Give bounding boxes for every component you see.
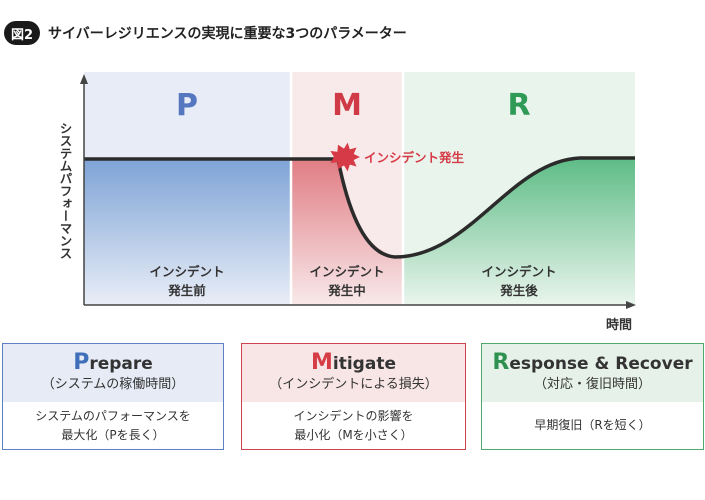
card-recover-title-rest: esponse & Recover bbox=[509, 353, 693, 374]
performance-curve bbox=[84, 156, 635, 259]
card-prepare: Prepare （システムの稼働時間） システムのパフォーマンスを 最大化（Pを… bbox=[2, 343, 224, 450]
card-prepare-body: システムのパフォーマンスを 最大化（Pを長く） bbox=[3, 402, 223, 449]
x-axis-arrow bbox=[626, 301, 636, 309]
card-mitigate-title-rest: itigate bbox=[332, 353, 396, 374]
figure-number-badge: 図2 bbox=[4, 21, 41, 45]
y-axis-arrow bbox=[80, 74, 88, 84]
card-prepare-title-rest: repare bbox=[89, 353, 153, 374]
card-recover-body-line1: 早期復旧（Rを短く） bbox=[534, 418, 651, 432]
incident-burst-icon bbox=[330, 142, 360, 172]
card-mitigate: Mitigate （インシデントによる損失） インシデントの影響を 最小化（Mを… bbox=[241, 343, 466, 450]
card-prepare-header: Prepare （システムの稼働時間） bbox=[3, 344, 223, 402]
card-prepare-subtitle: （システムの稼働時間） bbox=[41, 376, 185, 392]
card-recover-body: 早期復旧（Rを短く） bbox=[482, 402, 703, 449]
y-axis-label: システムパフォーマンス bbox=[58, 122, 73, 260]
card-recover-header: Response & Recover （対応・復旧時間） bbox=[482, 344, 703, 402]
phase-m-label-line1: インシデント bbox=[309, 264, 384, 279]
phase-p-area bbox=[84, 159, 291, 305]
card-prepare-initial: P bbox=[73, 349, 90, 375]
card-response-recover: Response & Recover （対応・復旧時間） 早期復旧（Rを短く） bbox=[481, 343, 704, 450]
card-prepare-body-line1: システムのパフォーマンスを bbox=[35, 408, 191, 423]
figure-header: 図2 サイバーレジリエンスの実現に重要な3つのパラメーター bbox=[4, 20, 407, 46]
card-mitigate-header: Mitigate （インシデントによる損失） bbox=[242, 344, 465, 402]
phase-r-letter: R bbox=[507, 88, 530, 123]
x-axis-label: 時間 bbox=[606, 317, 632, 333]
phase-m-letter: M bbox=[332, 88, 362, 123]
incident-label: インシデント発生 bbox=[364, 150, 465, 165]
card-mitigate-body-line2: 最小化（Mを小さく） bbox=[294, 427, 413, 442]
phase-r-label-line2: 発生後 bbox=[499, 283, 538, 298]
card-recover-subtitle: （対応・復旧時間） bbox=[533, 376, 651, 392]
phase-p-label-line1: インシデント bbox=[149, 264, 224, 279]
card-mitigate-title: Mitigate bbox=[311, 349, 396, 375]
phase-p-letter: P bbox=[176, 88, 198, 123]
figure-title: サイバーレジリエンスの実現に重要な3つのパラメーター bbox=[48, 26, 407, 42]
card-recover-title: Response & Recover bbox=[492, 349, 693, 375]
card-recover-initial: R bbox=[492, 349, 510, 375]
phase-r-area bbox=[403, 158, 635, 305]
phase-m-label-line2: 発生中 bbox=[327, 283, 366, 298]
phase-r-label-line1: インシデント bbox=[481, 264, 556, 279]
card-mitigate-subtitle: （インシデントによる損失） bbox=[269, 376, 438, 392]
resilience-diagram: インシデント発生 P M R インシデント 発生前 インシデント 発生中 インシ… bbox=[58, 72, 636, 333]
card-prepare-body-line2: 最大化（Pを長く） bbox=[61, 427, 165, 442]
phase-p-label-line2: 発生前 bbox=[167, 283, 206, 298]
card-prepare-title: Prepare bbox=[73, 349, 153, 375]
card-mitigate-body: インシデントの影響を 最小化（Mを小さく） bbox=[242, 402, 465, 449]
card-mitigate-initial: M bbox=[311, 349, 333, 375]
card-mitigate-body-line1: インシデントの影響を bbox=[293, 408, 414, 423]
phase-m-area bbox=[291, 159, 403, 305]
